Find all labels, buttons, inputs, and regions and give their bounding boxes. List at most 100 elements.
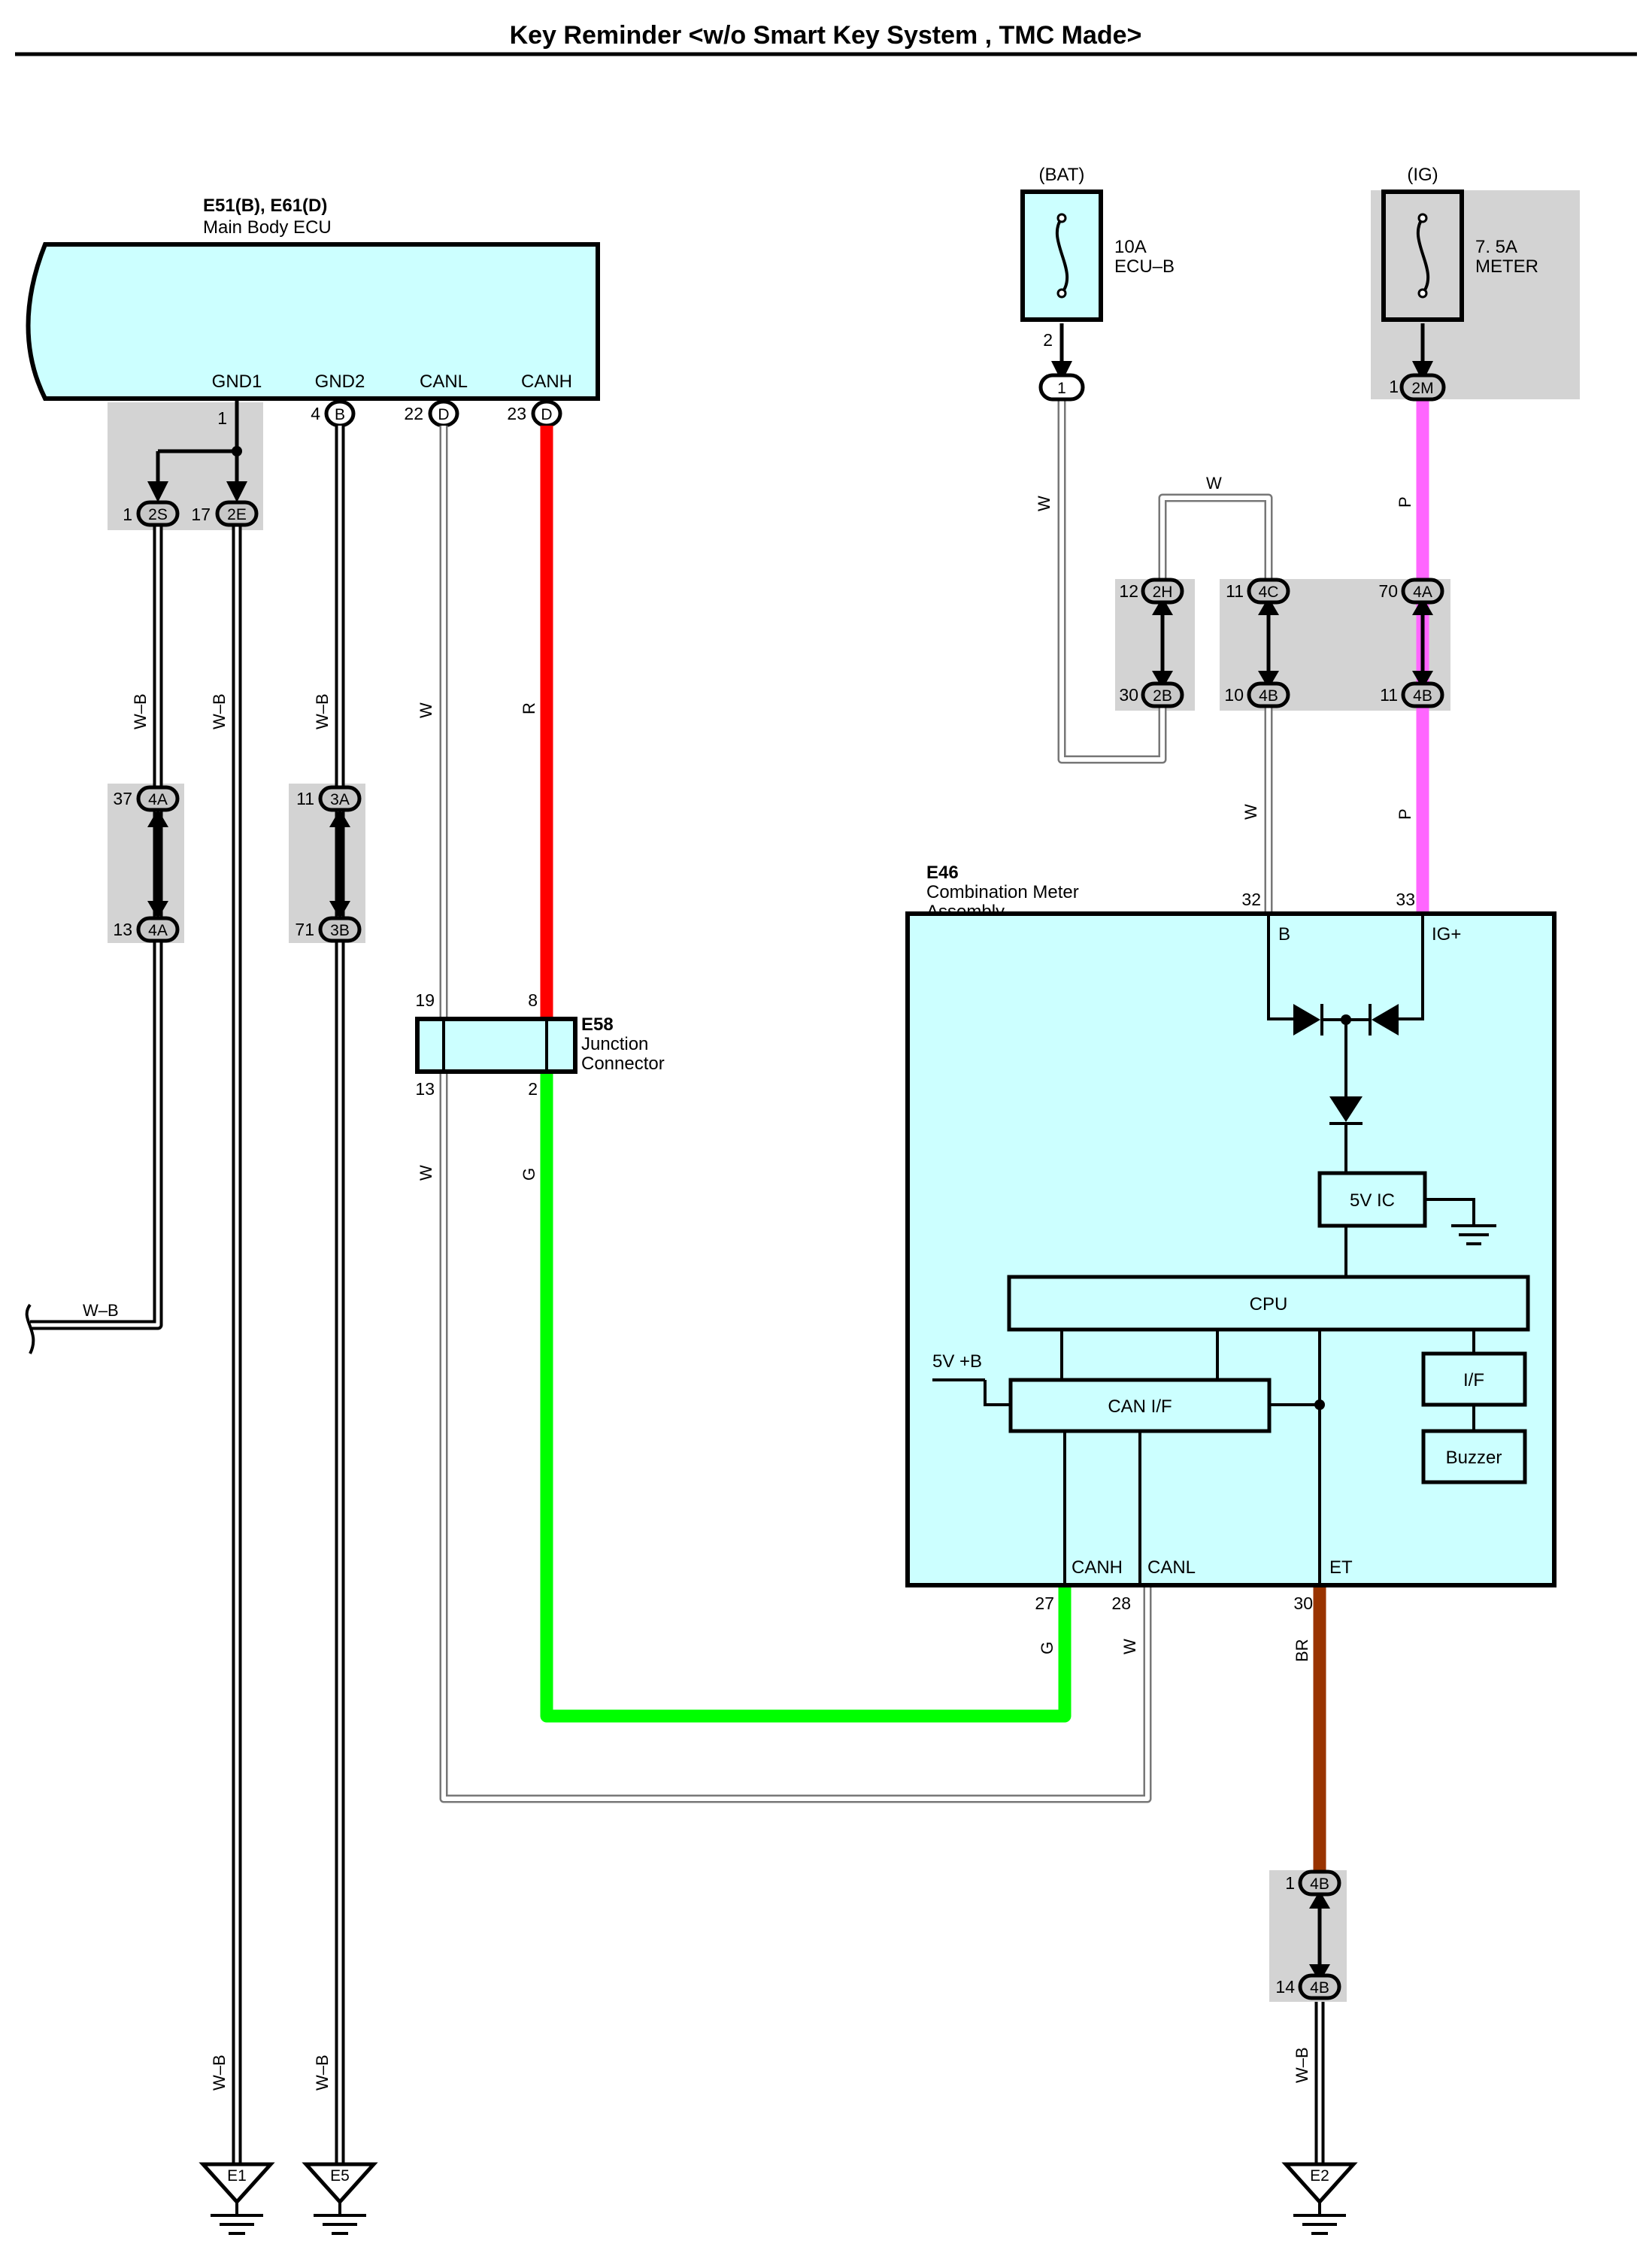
junction-2s: 1 2S — [123, 500, 180, 527]
junction-3b: 71 3B — [295, 916, 362, 943]
svg-text:G: G — [520, 1168, 538, 1181]
svg-text:14: 14 — [1275, 1977, 1295, 1997]
svg-text:3B: 3B — [330, 922, 350, 939]
svg-text:P: P — [1396, 496, 1414, 508]
svg-text:11: 11 — [1226, 581, 1244, 601]
svg-text:2: 2 — [528, 1079, 538, 1099]
svg-text:4B: 4B — [1310, 1979, 1329, 1997]
svg-text:E58: E58 — [581, 1014, 614, 1035]
break-mark — [25, 1303, 35, 1354]
ecu-code: E51(B), E61(D) — [203, 196, 327, 216]
svg-text:71: 71 — [295, 920, 314, 939]
svg-text:W–B: W–B — [131, 693, 150, 729]
junction-4b-1: 1 4B — [1285, 1869, 1341, 1897]
svg-text:CANL: CANL — [1147, 1557, 1196, 1578]
ground-e1: E1 — [199, 2162, 275, 2235]
svg-text:37: 37 — [113, 789, 132, 808]
svg-text:4A: 4A — [1413, 584, 1432, 601]
ecu-terminal-gnd1: GND1 — [212, 371, 262, 392]
svg-text:W–B: W–B — [1293, 2047, 1311, 2083]
svg-text:11: 11 — [296, 789, 314, 808]
svg-text:CANH: CANH — [1072, 1557, 1123, 1578]
junction-4b-10: 10 4B — [1224, 681, 1290, 708]
svg-text:2B: 2B — [1153, 687, 1172, 705]
junction-4c: 11 4C — [1226, 578, 1290, 605]
svg-text:1: 1 — [1057, 380, 1066, 397]
svg-text:METER: METER — [1475, 256, 1538, 277]
svg-text:W: W — [1035, 496, 1053, 511]
junction-4b-14: 14 4B — [1275, 1973, 1341, 2000]
svg-text:(BAT): (BAT) — [1039, 165, 1085, 185]
ecu-pin-canh: 23 — [507, 404, 526, 423]
block-if: I/F — [1463, 1370, 1484, 1390]
diagram-title: Key Reminder <w/o Smart Key System , TMC… — [510, 21, 1142, 50]
svg-text:17: 17 — [191, 505, 211, 524]
svg-text:4B: 4B — [1310, 1875, 1329, 1893]
junction-arrowheads — [147, 361, 1433, 1982]
ecu-pin-gnd1: 1 — [217, 408, 227, 428]
svg-text:27: 27 — [1035, 1593, 1054, 1613]
ground-e2: E2 — [1281, 2162, 1358, 2235]
svg-text:4B: 4B — [1413, 687, 1432, 705]
ecu-terminal-canl: CANL — [420, 371, 468, 392]
svg-text:2H: 2H — [1153, 584, 1173, 601]
svg-text:30: 30 — [1293, 1593, 1313, 1613]
supply-5v-b: 5V +B — [932, 1351, 982, 1372]
block-5v-ic: 5V IC — [1350, 1190, 1395, 1211]
junction-3a: 11 3A — [296, 785, 362, 812]
svg-text:11: 11 — [1380, 685, 1398, 705]
svg-text:BR: BR — [1293, 1639, 1311, 1662]
svg-text:E2: E2 — [1310, 2167, 1329, 2185]
fuse-meter: (IG) 7. 5A METER 1 2M — [1381, 165, 1538, 402]
junction-4a-13: 13 4A — [113, 916, 180, 943]
ecu-connector-b: B — [324, 399, 356, 428]
svg-text:IG+: IG+ — [1432, 924, 1461, 945]
junction-2h: 12 2H — [1119, 578, 1184, 605]
svg-text:33: 33 — [1396, 890, 1415, 909]
svg-text:10A: 10A — [1114, 237, 1147, 257]
svg-text:19: 19 — [415, 990, 435, 1010]
svg-text:2M: 2M — [1411, 380, 1433, 397]
svg-text:Combination Meter: Combination Meter — [926, 882, 1079, 902]
svg-text:B: B — [335, 406, 345, 423]
svg-text:W–B: W–B — [83, 1301, 119, 1320]
junction-4b-11: 11 4B — [1380, 681, 1444, 708]
svg-text:D: D — [541, 406, 552, 423]
splice-connectors: 1 2S 17 2E 37 4A 13 4A 11 3A 71 3B — [113, 500, 1444, 2000]
svg-text:4A: 4A — [148, 922, 168, 939]
svg-text:28: 28 — [1111, 1593, 1131, 1613]
svg-text:R: R — [520, 702, 538, 714]
svg-text:W: W — [1120, 1639, 1139, 1654]
svg-text:2S: 2S — [148, 506, 168, 523]
ecu-terminal-canh: CANH — [521, 371, 572, 392]
svg-text:1: 1 — [1389, 377, 1399, 396]
main-body-ecu — [26, 242, 600, 401]
svg-text:1: 1 — [1285, 1873, 1295, 1893]
svg-text:E1: E1 — [227, 2167, 247, 2185]
block-can-if: CAN I/F — [1108, 1396, 1172, 1417]
svg-text:8: 8 — [528, 990, 538, 1010]
svg-text:ECU–B: ECU–B — [1114, 256, 1175, 277]
svg-text:ET: ET — [1329, 1557, 1353, 1578]
svg-text:W: W — [1206, 474, 1222, 493]
svg-text:4C: 4C — [1259, 584, 1279, 601]
svg-text:B: B — [1278, 924, 1290, 945]
svg-text:W–B: W–B — [210, 693, 229, 729]
wires — [30, 323, 1429, 2164]
svg-text:7. 5A: 7. 5A — [1475, 237, 1517, 257]
ecu-connector-d-canh: D — [531, 399, 562, 428]
junction-4a-70: 70 4A — [1378, 578, 1444, 605]
svg-text:13: 13 — [113, 920, 132, 939]
svg-text:W–B: W–B — [210, 2054, 229, 2091]
combination-meter-e46: E46 Combination Meter Assembly 32 33 B I… — [905, 863, 1557, 1613]
svg-text:E5: E5 — [330, 2167, 350, 2185]
svg-text:32: 32 — [1241, 890, 1261, 909]
junction-2e: 17 2E — [191, 500, 259, 527]
svg-text:12: 12 — [1119, 581, 1138, 601]
svg-text:1: 1 — [123, 505, 132, 524]
svg-text:10: 10 — [1224, 685, 1244, 705]
junction-4a-37: 37 4A — [113, 785, 180, 812]
svg-text:3A: 3A — [330, 791, 350, 808]
ecu-pin-gnd2: 4 — [311, 404, 320, 423]
